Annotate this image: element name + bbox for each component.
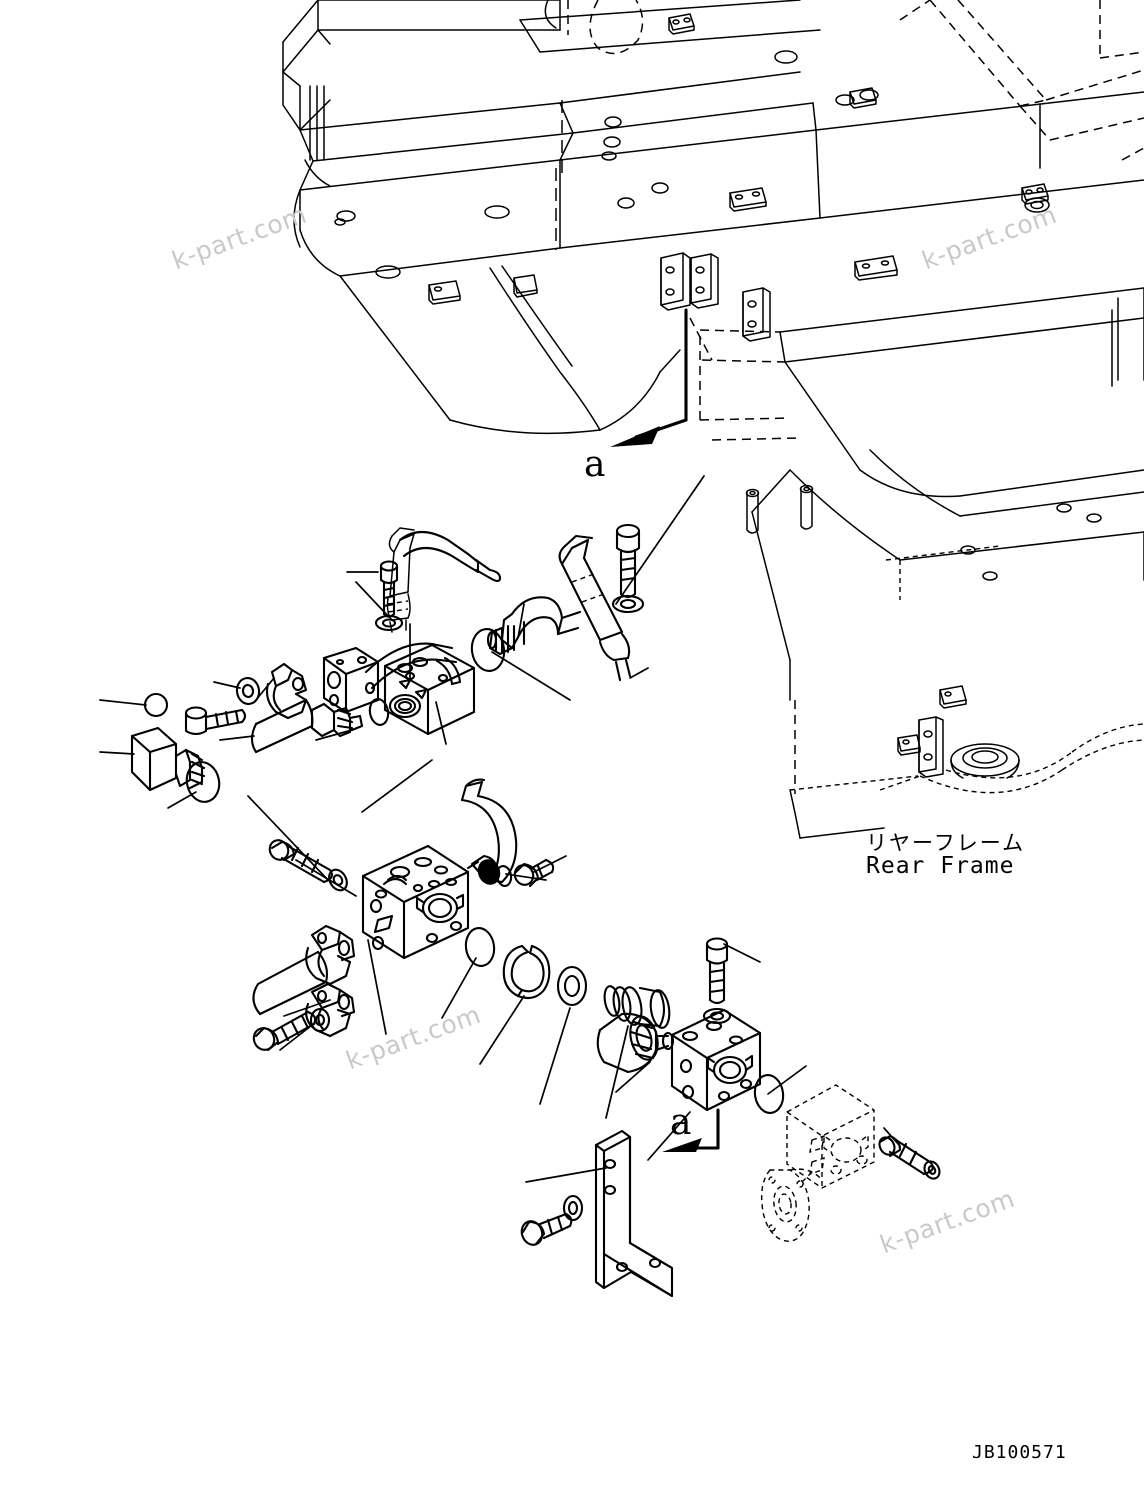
hose-clamp-lower-a [305,924,356,986]
hose-upper-center [558,534,632,682]
washer-mid-lower [556,965,588,1007]
bolt-right-vertical [705,937,729,1005]
elbow-fitting-upper-right [486,596,564,656]
bracket-washer [562,1194,584,1222]
bolt-upper-right [615,523,641,599]
tube-lower-left [252,950,329,1016]
document-id: JB100571 [972,1442,1067,1463]
bolt-lower-left [252,1010,317,1052]
callout-arrow-lower [662,1108,720,1152]
lower-valve-block-assembly [252,778,785,1114]
frame-bracket-lower [918,716,944,778]
right-valve-block [670,1008,762,1112]
snap-ring [502,944,551,1000]
o-ring-left-lower [185,761,221,803]
o-ring-right-block [753,1074,785,1114]
callout-arrow-upper [610,308,688,447]
bolt-upper-left [379,560,399,618]
upper-valve-block [383,643,476,736]
fitting-center [310,702,364,738]
rear-frame-structure [282,0,1144,839]
washer-lower-left-upper [328,868,348,892]
callout-a-upper: a [584,444,606,485]
callout-a-lower: a [670,1102,692,1143]
hose-end-right [556,610,582,636]
bellows-boot [603,985,671,1029]
washer-center-left [235,676,261,706]
frame-bracket-upper-2 [690,253,719,309]
hose-upper-left-2 [398,530,502,583]
leader-lines [99,475,901,1183]
hose-upper-left [386,527,415,633]
spool-plunger [596,1012,675,1074]
bolt-center-left [184,706,247,736]
reference-valve-body [760,1084,941,1242]
washer-upper-right [611,594,645,614]
bolt-reference-right [878,1134,941,1180]
rear-frame-label-en: Rear Frame [866,853,1015,879]
o-ring-valve-left [368,698,390,726]
bracket-bolt [520,1212,573,1246]
elbow-fitting-left [130,726,206,792]
pipe-to-upper-valve [364,642,458,690]
o-ring-valve-right [470,628,506,672]
frame-stud-2 [799,484,814,530]
frame-bracket-upper [660,252,691,311]
o-ring-below-block [464,927,496,967]
lower-valve-block [361,844,470,960]
mounting-bracket-assembly [520,1129,674,1298]
rear-frame-label-jp: リヤーフレーム [866,831,1026,855]
frame-stud-1 [745,488,760,534]
